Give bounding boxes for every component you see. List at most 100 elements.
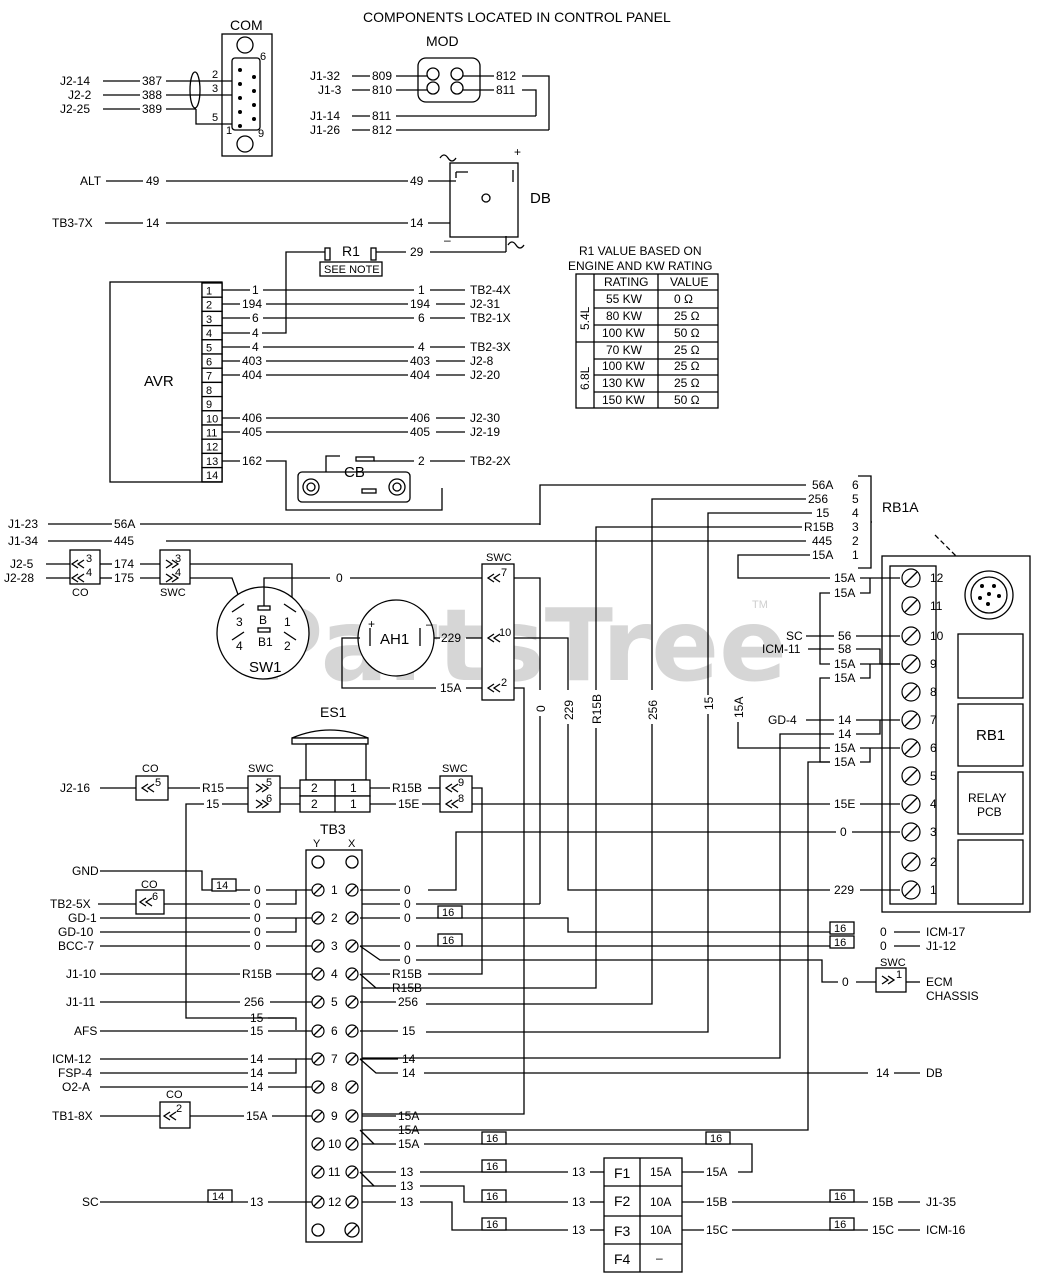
co-c-label: CO <box>141 879 158 891</box>
tb3-wire: 0 <box>254 897 261 911</box>
rb1-screw-slot <box>904 657 918 671</box>
com-pin-b: 3 <box>212 83 218 95</box>
rb1-wire: 14 <box>838 713 852 727</box>
sw1-term: 1 <box>284 615 291 629</box>
swc-b-pin: 2 <box>501 677 507 689</box>
rb1a-wire: 15A <box>812 548 833 562</box>
avr-dest: TB2-3X <box>470 340 511 354</box>
vlabel: 256 <box>646 700 660 720</box>
avr-dest: J2-8 <box>470 354 494 368</box>
tb3-from: J1-10 <box>66 967 96 981</box>
r1-resistor: R1 SEE NOTE 29 <box>262 236 507 334</box>
swc-d-label: SWC <box>442 763 468 775</box>
avr-label: AVR <box>144 373 174 390</box>
tb3-rwire: 15 <box>402 1024 416 1038</box>
tb3-rwire: 15A <box>398 1137 419 1151</box>
com-pin-1: 1 <box>226 125 232 137</box>
co-b-from: J2-16 <box>60 781 90 795</box>
fuse-out: 15A <box>706 1165 727 1179</box>
tb3-screw-slot <box>347 1197 357 1207</box>
cb-dest: TB2-2X <box>470 454 511 468</box>
r1-table-cell: 25 Ω <box>674 309 700 323</box>
box-16: 16 <box>486 1161 498 1173</box>
rb1a-pin: 1 <box>852 548 859 562</box>
es1-term: 1 <box>350 781 357 795</box>
rb1a-wire: 445 <box>812 534 832 548</box>
avr-wire: 194 <box>410 297 430 311</box>
tb3-rwire: 0 <box>404 953 411 967</box>
tb3-screw-slot <box>313 913 323 923</box>
co-d-label: CO <box>166 1089 183 1101</box>
tb3-box: 14 <box>212 1191 224 1203</box>
box-16: 16 <box>442 907 454 919</box>
tb3-rwire: 0 <box>404 897 411 911</box>
fuse-dwire: 15C <box>872 1223 894 1237</box>
tb3-screw-slot <box>347 885 357 895</box>
avr-terminal-number: 1 <box>206 286 212 298</box>
rb1a-label: RB1A <box>882 499 919 515</box>
tb3-screw-slot <box>347 969 357 979</box>
r1-table-group-68: 6.8L <box>578 366 592 390</box>
tb3-rwire: 0 <box>404 883 411 897</box>
tb3-terminal-number: 3 <box>331 939 338 953</box>
rb1-terminal-number: 9 <box>930 657 937 671</box>
tb3-from: AFS <box>74 1024 97 1038</box>
fuse-rating: – <box>656 1251 663 1265</box>
com-label: COM <box>230 17 263 33</box>
swc-connector-b: SWC 7 10 2 <box>362 552 569 1115</box>
tb3-screw-slot <box>313 1026 323 1036</box>
rb1-screw-slot <box>904 797 918 811</box>
avr-terminal-number: 2 <box>206 300 212 312</box>
tb3-terminal-number: 7 <box>331 1052 338 1066</box>
tb3-rwire: R15B <box>392 967 422 981</box>
rb1a-pin: 3 <box>852 520 859 534</box>
fuse-dest: J1-35 <box>926 1195 956 1209</box>
mod-label: MOD <box>426 33 459 49</box>
ah1-wire: 229 <box>441 631 461 645</box>
tb3-label: TB3 <box>320 821 346 837</box>
box-16: 16 <box>834 1219 846 1231</box>
co-a-from: J2-28 <box>4 571 34 585</box>
com-wire-1: 387 <box>142 74 162 88</box>
j1-34-wire: 445 <box>114 534 134 548</box>
avr-terminal-number: 14 <box>206 470 218 482</box>
rb1-wire: 58 <box>838 642 852 656</box>
avr-wire: 403 <box>242 354 262 368</box>
rb1-wire: 15A <box>834 741 855 755</box>
db-bridge: + – DB ALT 49 49 TB3-7X 14 14 <box>52 145 551 249</box>
tb3-screw-slot <box>313 1111 323 1121</box>
tb3-screw-slot <box>313 1054 323 1064</box>
avr-wire: 194 <box>242 297 262 311</box>
tb3-from: O2-A <box>62 1080 90 1094</box>
sw1-switch: 3 B 1 4 B1 2 SW1 0 <box>216 571 482 680</box>
rb1-wire: 15A <box>834 657 855 671</box>
tb3-wire: 256 <box>244 995 264 1009</box>
rb1-terminal-number: 7 <box>930 713 937 727</box>
vlabel: R15B <box>590 694 604 724</box>
rb1-wire: 15A <box>834 586 855 600</box>
com-from-1: J2-14 <box>60 74 90 88</box>
fuse-name: F1 <box>614 1165 631 1181</box>
rb1-terminal-number: 1 <box>930 883 937 897</box>
db-dest: DB <box>926 1066 943 1080</box>
rb1-terminal-number: 8 <box>930 685 937 699</box>
co-c-pin: 6 <box>152 891 158 903</box>
swc-a-wire: 175 <box>114 571 134 585</box>
tb3-screw-slot <box>313 1197 323 1207</box>
r1-table-header-value: VALUE <box>670 275 708 289</box>
rb1-terminal-number: 11 <box>930 599 943 613</box>
co-a-label: CO <box>72 587 89 599</box>
rb1a-connector: RB1A 56A 6 256 5 15 4 R15B 3 445 2 15A 1 <box>166 475 969 695</box>
sw1-term: 4 <box>236 639 243 653</box>
tb3-rwire: 0 <box>404 939 411 953</box>
r1-table-cell: 0 Ω <box>674 292 693 306</box>
avr-terminal-number: 7 <box>206 371 212 383</box>
fuse-in: 13 <box>572 1165 586 1179</box>
r1-note: SEE NOTE <box>324 264 380 276</box>
tb3-screw-slot <box>313 1167 323 1177</box>
swc-c-pin: 6 <box>266 793 272 805</box>
fuse-block: F1 15A F2 10A F3 10A F4 – 13 13 13 15A 1… <box>572 1157 966 1273</box>
alt-wire-right: 49 <box>410 174 424 188</box>
tb3-terminal-number: 11 <box>328 1165 341 1179</box>
ah1-wire-15a: 15A <box>440 681 461 695</box>
